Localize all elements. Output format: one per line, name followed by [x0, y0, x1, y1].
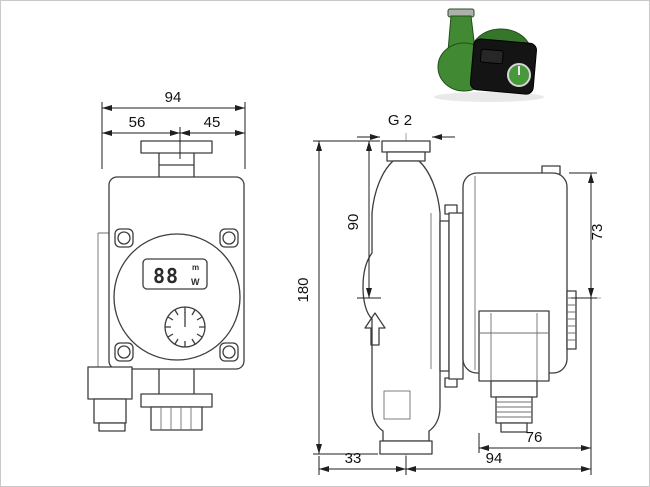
union-nut-knurling: [160, 407, 192, 430]
product-photo: 88: [434, 8, 544, 102]
dim-connection-label: G 2: [388, 112, 412, 129]
pump-housing-side: [362, 160, 441, 442]
front-view-drawing: 88 m W 94 56: [87, 89, 246, 432]
display-unit-m: m: [192, 263, 199, 272]
flow-arrow-icon: [364, 312, 386, 346]
bottom-port-flange: [379, 440, 433, 455]
bottom-pipe-stem: [158, 369, 195, 394]
dim-overall-height-label: 180: [295, 277, 312, 302]
power-plug: [87, 366, 133, 432]
terminal-box: [478, 310, 550, 433]
led-display-value: 88: [153, 264, 179, 288]
dim-axis-to-front-label: 33: [345, 450, 362, 467]
dim-motor-top-to-axis-label: 73: [589, 224, 606, 241]
dim-port-to-axis-label: 90: [345, 214, 362, 231]
led-display: [142, 258, 208, 290]
top-flange: [140, 140, 213, 154]
side-view-dimensions: G 2 180 90 73 76 33: [295, 112, 606, 475]
front-view-dimensions: 94 56 45: [101, 89, 246, 169]
motor-flange-plates: [439, 204, 464, 388]
photo-shadow: [434, 92, 544, 102]
power-cable: [97, 232, 109, 367]
extension-lines: [101, 102, 246, 169]
bottom-union-nut: [150, 406, 203, 431]
motor-cooling-ribs: [566, 290, 577, 350]
nameplate: [383, 390, 411, 420]
dim-right-width-label: 45: [204, 114, 221, 131]
side-view-drawing: G 2 180 90 73 76 33: [295, 112, 606, 475]
top-pipe-stem: [158, 153, 195, 177]
dim-left-width-label: 56: [129, 114, 146, 131]
dim-total-width-label: 94: [165, 89, 182, 106]
bottom-flange: [140, 393, 213, 408]
top-port-nut: [386, 151, 426, 162]
led-display-photo: [479, 48, 504, 65]
dim-axis-to-rear-label: 94: [486, 450, 503, 467]
mounting-screws: [114, 228, 239, 362]
knob-dial-ticks: [165, 307, 205, 347]
display-unit-w: W: [191, 277, 200, 287]
top-port-flange: [381, 140, 431, 153]
dim-box-depth-label: 76: [526, 429, 543, 446]
led-display-photo-value: 88: [487, 53, 498, 63]
